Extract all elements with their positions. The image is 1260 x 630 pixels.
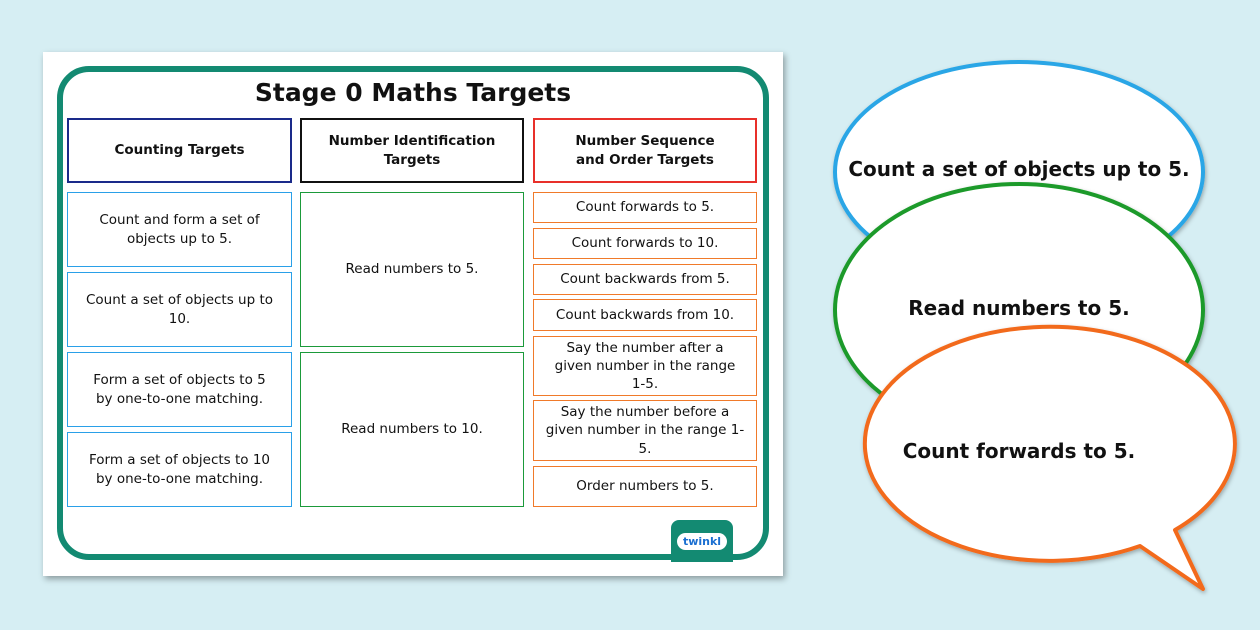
counting-target: Form a set of objects to 10 by one-to-on…	[67, 432, 292, 507]
header-number-sequence: Number Sequence and Order Targets	[533, 118, 757, 183]
twinkl-logo: twinkl	[671, 520, 733, 562]
header-number-identification: Number Identification Targets	[300, 118, 524, 183]
identification-target: Read numbers to 5.	[300, 192, 524, 347]
identification-target: Read numbers to 10.	[300, 352, 524, 507]
bubble-text-blue: Count a set of objects up to 5.	[848, 157, 1190, 181]
sequence-target: Order numbers to 5.	[533, 466, 757, 507]
counting-target: Form a set of objects to 5 by one-to-one…	[67, 352, 292, 427]
sequence-target: Count forwards to 5.	[533, 192, 757, 223]
bubble-text-orange: Count forwards to 5.	[902, 439, 1136, 463]
targets-sheet: Stage 0 Maths Targets Counting Targets N…	[43, 52, 783, 576]
bubble-orange	[862, 324, 1237, 591]
sheet-frame	[57, 66, 769, 560]
sequence-target: Say the number before a given number in …	[533, 400, 757, 461]
sequence-target: Count forwards to 10.	[533, 228, 757, 259]
sequence-target: Count backwards from 5.	[533, 264, 757, 295]
counting-target: Count a set of objects up to 10.	[67, 272, 292, 347]
sequence-target: Count backwards from 10.	[533, 299, 757, 331]
header-counting: Counting Targets	[67, 118, 292, 183]
sheet-title: Stage 0 Maths Targets	[254, 78, 572, 107]
sequence-target: Say the number after a given number in t…	[533, 336, 757, 396]
bubble-text-green: Read numbers to 5.	[908, 296, 1130, 320]
counting-target: Count and form a set of objects up to 5.	[67, 192, 292, 267]
